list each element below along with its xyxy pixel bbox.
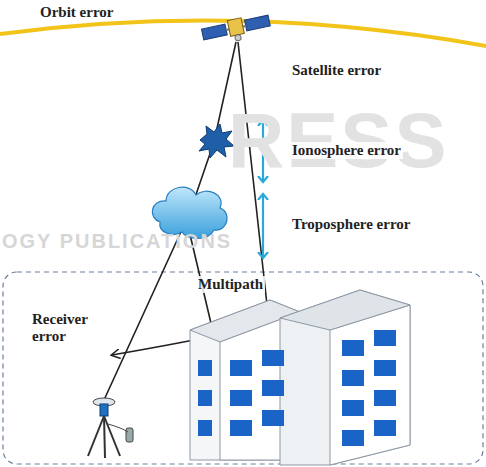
error-label: Orbit error — [38, 4, 115, 21]
window — [230, 390, 252, 406]
watermark: RESS — [228, 96, 448, 186]
window — [374, 390, 396, 406]
building — [190, 290, 410, 465]
error-label: Receiver error — [30, 311, 100, 346]
receiver-icon — [88, 398, 133, 458]
window — [198, 360, 212, 376]
windows — [198, 330, 396, 446]
window — [342, 430, 364, 446]
window — [342, 400, 364, 416]
troposphere-arrow — [262, 194, 264, 258]
ground-region — [3, 272, 483, 464]
window — [342, 340, 364, 356]
window — [374, 420, 396, 436]
window — [374, 360, 396, 376]
error-label: Troposphere error — [290, 216, 412, 233]
watermark: OGY PUBLICATIONS — [2, 230, 232, 253]
window — [262, 410, 284, 426]
window — [230, 420, 252, 436]
window — [198, 420, 212, 436]
satellite-icon — [201, 12, 272, 48]
error-label: Multipath — [196, 276, 265, 293]
error-label: Ionosphere error — [290, 142, 403, 159]
window — [374, 330, 396, 346]
window — [262, 350, 284, 366]
window — [198, 390, 212, 406]
error-label: Satellite error — [290, 62, 383, 79]
window — [262, 380, 284, 396]
window — [342, 370, 364, 386]
window — [230, 360, 252, 376]
